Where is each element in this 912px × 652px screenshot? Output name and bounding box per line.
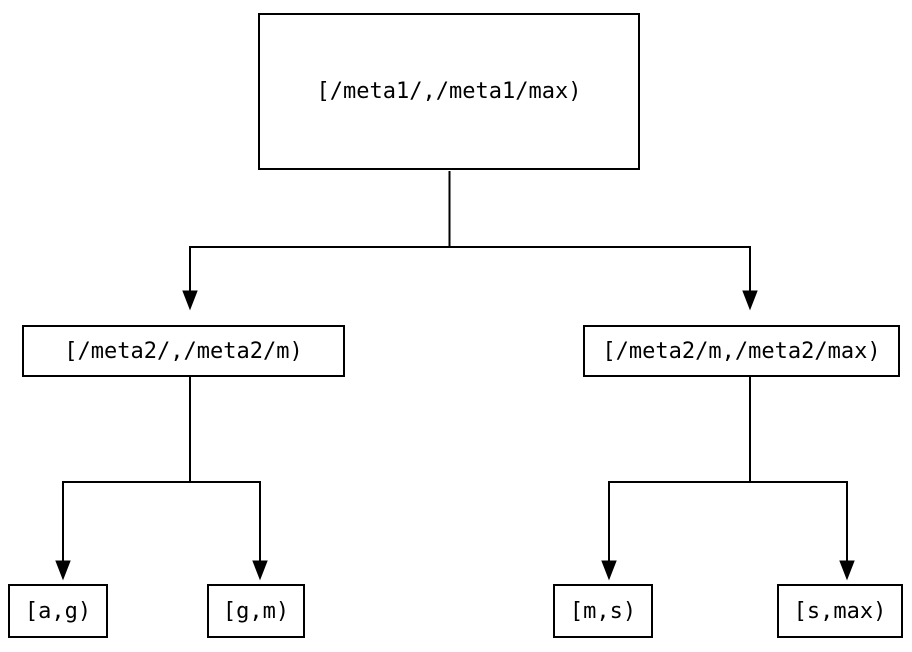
- node-leaf-ms: [m,s): [553, 584, 653, 638]
- node-leaf-gm: [g,m): [207, 584, 305, 638]
- node-leaf-smax: [s,max): [777, 584, 903, 638]
- node-root: [/meta1/,/meta1/max): [258, 13, 640, 170]
- arrowhead-down-icon: [742, 290, 758, 311]
- node-right-child: [/meta2/m,/meta2/max): [583, 325, 900, 377]
- node-right-child-label: [/meta2/m,/meta2/max): [602, 338, 881, 364]
- arrowhead-down-icon: [182, 290, 198, 311]
- node-leaf-ag-label: [a,g): [24, 598, 92, 624]
- node-leaf-ag: [a,g): [8, 584, 108, 638]
- node-leaf-smax-label: [s,max): [793, 598, 887, 624]
- arrowhead-down-icon: [252, 560, 268, 581]
- arrowhead-down-icon: [601, 560, 617, 581]
- node-leaf-gm-label: [g,m): [222, 598, 290, 624]
- connector-root-to-children: [182, 171, 758, 311]
- connector-left-to-leaves: [55, 377, 268, 581]
- node-root-label: [/meta1/,/meta1/max): [316, 79, 582, 104]
- arrowhead-down-icon: [839, 560, 855, 581]
- node-left-child: [/meta2/,/meta2/m): [22, 325, 345, 377]
- node-left-child-label: [/meta2/,/meta2/m): [64, 338, 303, 364]
- connector-right-to-leaves: [601, 377, 855, 581]
- arrowhead-down-icon: [55, 560, 71, 581]
- node-leaf-ms-label: [m,s): [569, 598, 637, 624]
